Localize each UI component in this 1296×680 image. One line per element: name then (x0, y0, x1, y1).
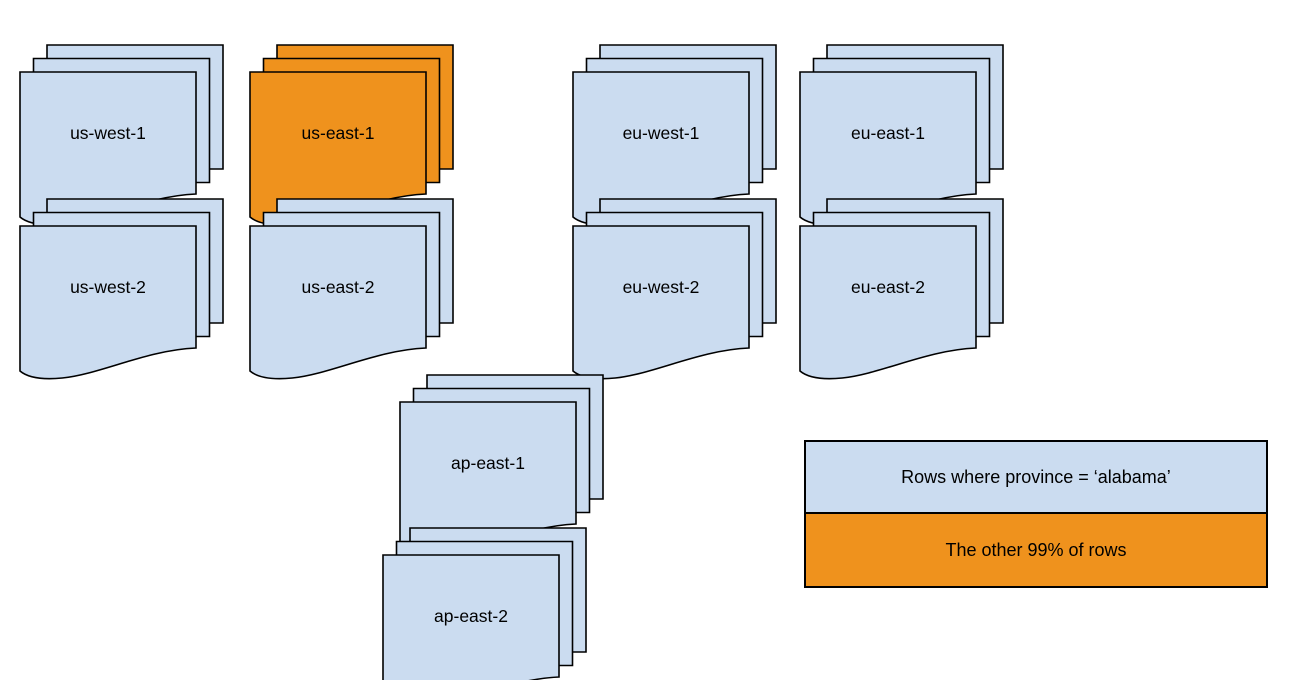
legend-label-orange: The other 99% of rows (945, 539, 1127, 560)
document-stack-us-east-2[interactable]: us-east-2 (249, 198, 455, 380)
legend-box: Rows where province = ‘alabama’ The othe… (804, 440, 1268, 588)
document-stack-eu-west-1[interactable]: eu-west-1 (572, 44, 778, 226)
document-stack-ap-east-1[interactable]: ap-east-1 (399, 374, 605, 556)
sheet-front (249, 225, 427, 380)
document-stack-us-west-2[interactable]: us-west-2 (19, 198, 225, 380)
sheet-front (382, 554, 560, 680)
document-stack-ap-east-2[interactable]: ap-east-2 (382, 527, 588, 680)
document-stack-eu-west-2[interactable]: eu-west-2 (572, 198, 778, 380)
sheet-front (19, 225, 197, 380)
document-stack-eu-east-2[interactable]: eu-east-2 (799, 198, 1005, 380)
sheet-front (572, 225, 750, 380)
legend-row-orange: The other 99% of rows (806, 514, 1266, 586)
document-stack-us-west-1[interactable]: us-west-1 (19, 44, 225, 226)
document-stack-eu-east-1[interactable]: eu-east-1 (799, 44, 1005, 226)
legend-row-blue: Rows where province = ‘alabama’ (806, 442, 1266, 514)
legend-label-blue: Rows where province = ‘alabama’ (901, 466, 1171, 487)
sheet-front (799, 225, 977, 380)
document-stack-us-east-1[interactable]: us-east-1 (249, 44, 455, 226)
